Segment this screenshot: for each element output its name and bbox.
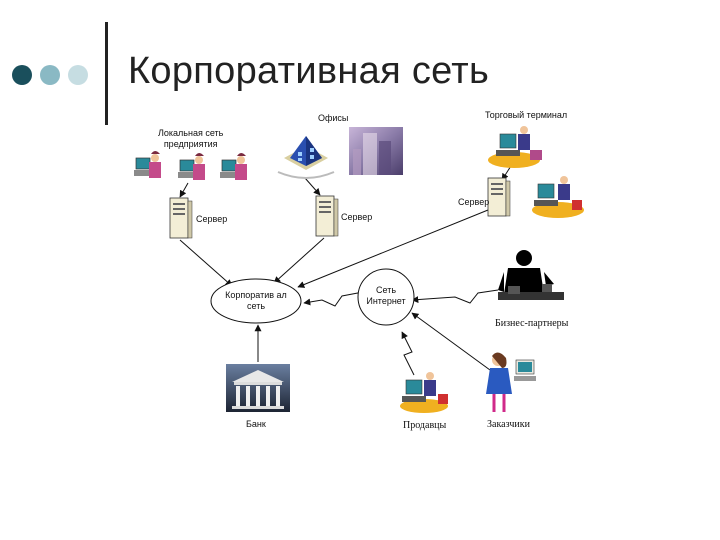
corporate-network-label-line1: Корпоратив ал (225, 290, 287, 300)
server-lan-icon (169, 197, 193, 239)
lan-label: Локальная сеть предприятия (158, 128, 223, 150)
bullet-dot-dark (12, 65, 32, 85)
office-building-photo-icon (349, 127, 403, 175)
lan-to-server-line (179, 182, 189, 198)
lan-workstations-icon (134, 151, 247, 180)
partners-internet-zigzag (411, 289, 499, 304)
lan-label-line1: Локальная сеть (158, 128, 224, 138)
sellers-workstation-icon (400, 372, 448, 413)
server-to-corporate-line (179, 239, 233, 287)
lan-label-line2: предприятия (163, 139, 218, 149)
bank-building-icon (226, 364, 290, 412)
bank-label: Банк (246, 419, 266, 429)
server-trade-label: Сервер (458, 197, 490, 207)
internet-label-line1: Сеть (375, 285, 397, 295)
server-offices-label: Сервер (341, 212, 373, 222)
customer-woman-icon (486, 352, 536, 412)
server-lan-label: Сервер (196, 214, 228, 224)
sellers-label: Продавцы (403, 420, 447, 431)
server-offices-icon (315, 195, 339, 237)
bullet-dot-mid (40, 65, 60, 85)
trade-terminal-icon (488, 126, 542, 168)
server-trade-to-corporate-line (297, 209, 489, 288)
corporate-network-label: Корпоратив ал сеть (218, 290, 294, 312)
corporate-network-label-line2: сеть (246, 301, 266, 311)
internet-circle (357, 268, 415, 326)
partners-label: Бизнес-партнеры (495, 318, 569, 329)
bullet-dot-light (68, 65, 88, 85)
slide-decoration (12, 22, 108, 125)
internet-corporate-zigzag (303, 291, 364, 307)
office-building-clipart-icon (277, 136, 335, 179)
slide-title: Корпоративная сеть (128, 50, 490, 92)
server-offices-to-corporate-line (273, 237, 325, 284)
trade-terminal-label: Торговый терминал (485, 110, 568, 120)
offices-label: Офисы (318, 113, 349, 123)
sellers-internet-zigzag (401, 331, 415, 376)
internet-label: Сеть Интернет (360, 285, 412, 307)
customers-to-internet-line (411, 312, 491, 371)
customers-label: Заказчики (487, 419, 530, 430)
corporate-network-ellipse (210, 278, 302, 324)
offices-to-server-line (304, 177, 321, 196)
server-trade-icon (487, 177, 511, 217)
vertical-rule (105, 22, 108, 125)
connectors (179, 157, 517, 376)
internet-label-line2: Интернет (366, 296, 406, 306)
business-partner-silhouette-icon (498, 250, 564, 300)
trade-client-icon (532, 176, 584, 218)
